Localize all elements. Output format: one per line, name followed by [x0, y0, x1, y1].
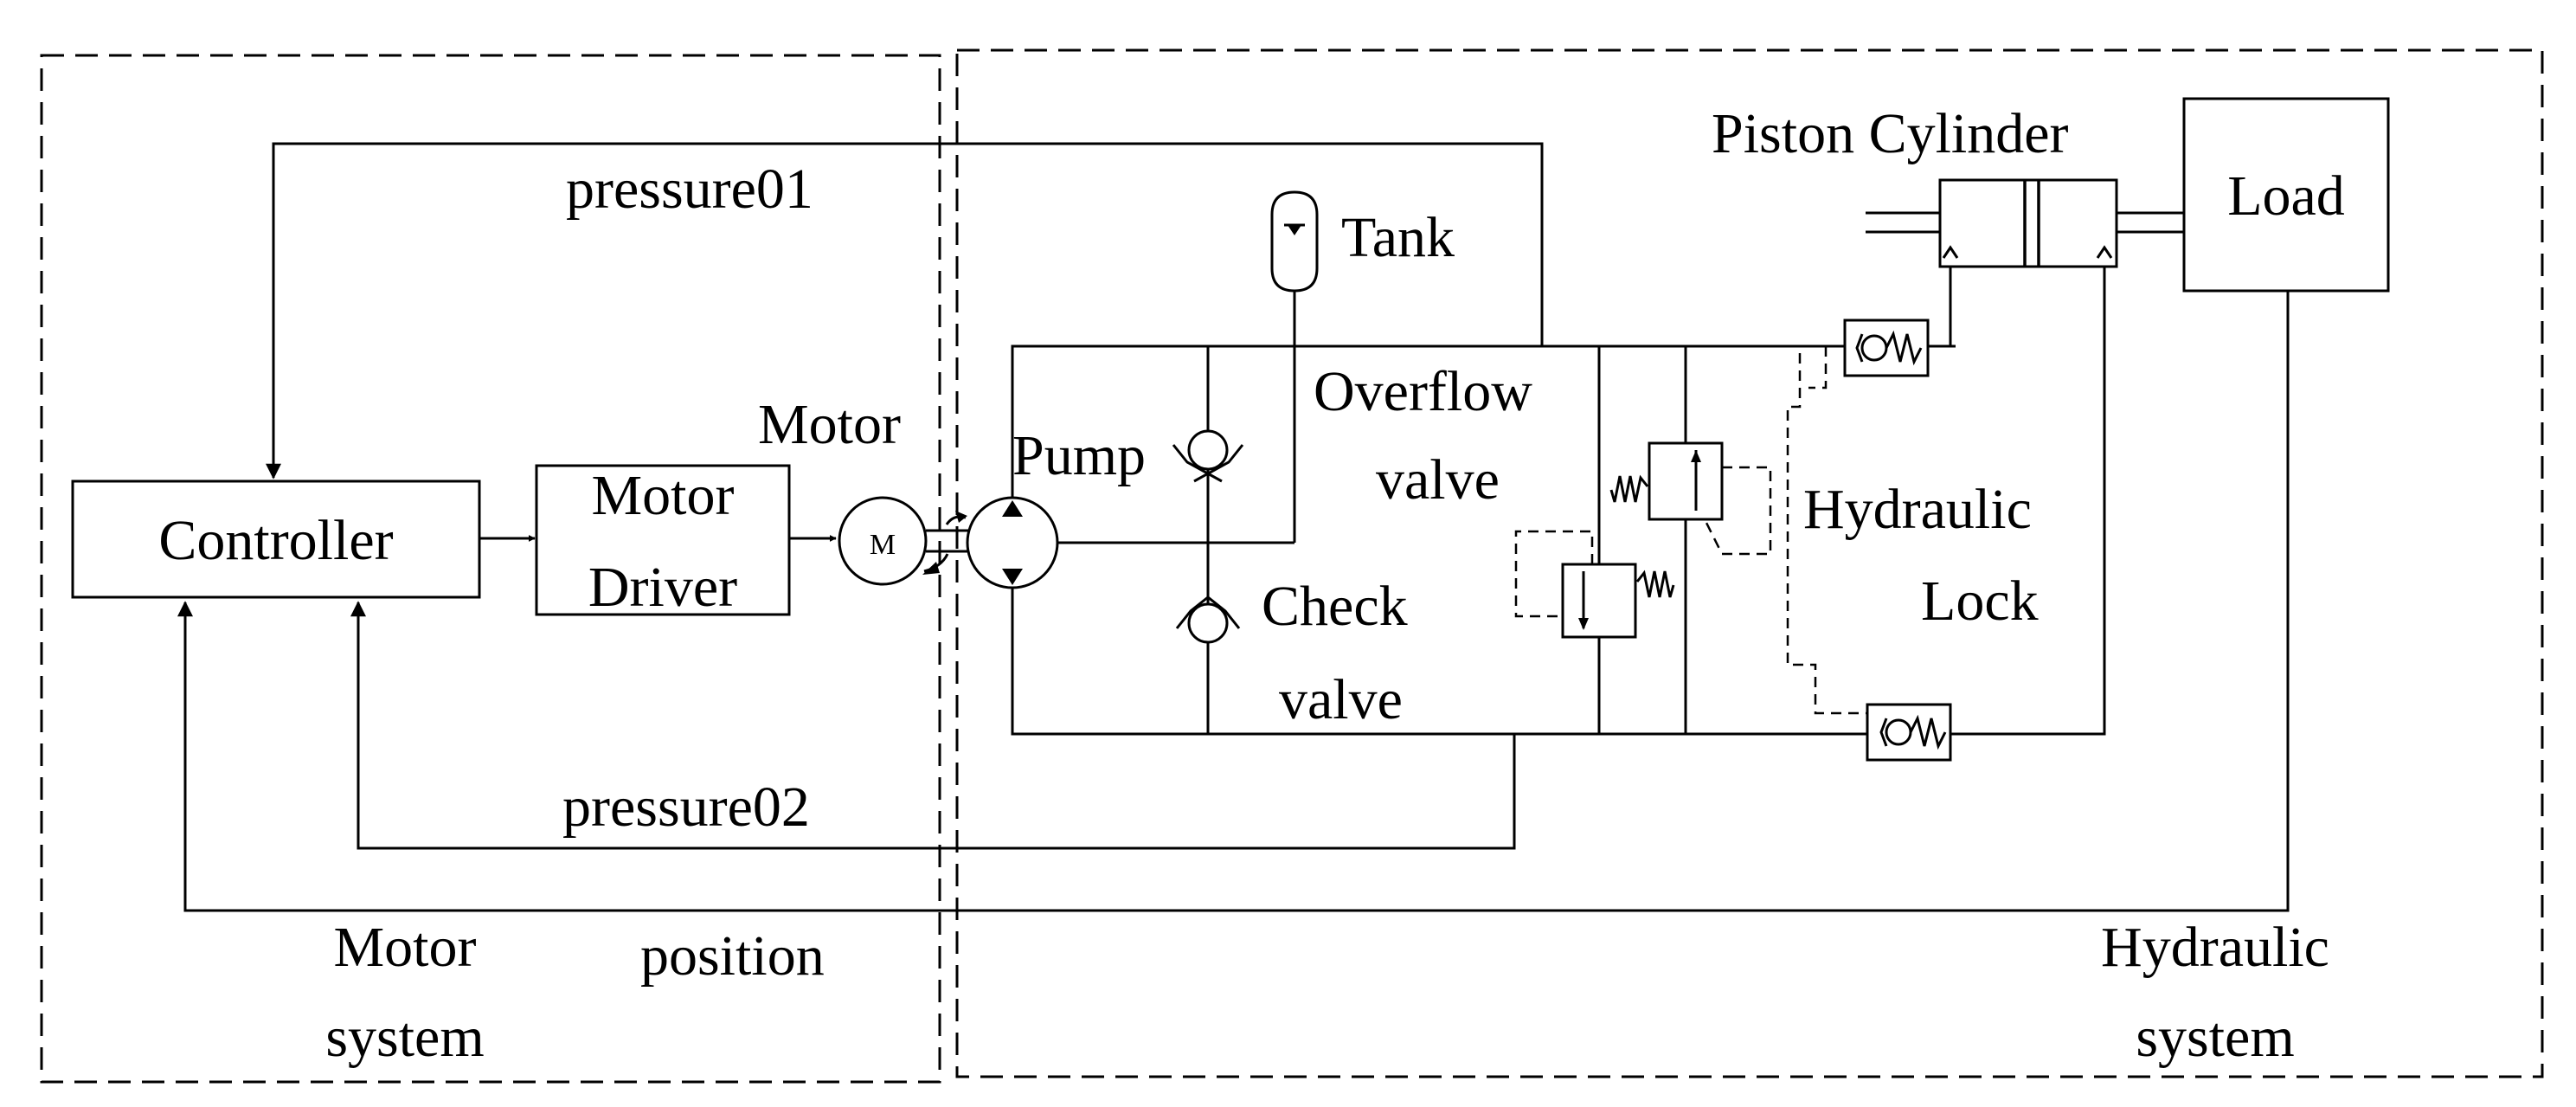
lower-pilot-check-valve — [1866, 703, 1952, 762]
hydraulic-system-label-line1: Hydraulic — [2101, 916, 2329, 979]
circuit-top-line — [1011, 344, 1956, 498]
motor-system-label-line1: Motor — [334, 916, 477, 979]
lock-pilot-line-upper — [1808, 344, 1828, 389]
controller-node: Controller — [71, 479, 481, 599]
piston-cylinder-symbol — [1866, 178, 2184, 268]
lock-pilot-line — [1686, 344, 1869, 715]
position-label: position — [640, 924, 825, 988]
load-node: Load — [2182, 97, 2390, 293]
motor-node: M — [838, 496, 928, 586]
cylinder-port-a-line — [1928, 258, 1952, 348]
motor-system-boundary — [40, 54, 941, 1084]
overflow-valve-label-line1: Overflow — [1314, 360, 1532, 423]
hydraulic-lock-label-line1: Hydraulic — [1803, 478, 2032, 541]
upper-check-valve-symbol — [1172, 429, 1244, 483]
pressure02-label: pressure02 — [562, 776, 810, 839]
tank-symbol — [1270, 190, 1319, 293]
edge-pressure01 — [266, 142, 1544, 479]
hydraulic-system-boundary — [955, 48, 2544, 1078]
cylinder-port-b-line — [1950, 258, 2106, 736]
motor-driver-label-line1: Motor — [592, 464, 735, 527]
check-valve-label-line1: Check — [1262, 575, 1408, 638]
tank-label: Tank — [1341, 206, 1455, 269]
lower-check-valve-symbol — [1175, 595, 1241, 644]
motor-system-label-line2: system — [325, 1006, 484, 1069]
edge-position — [177, 291, 2290, 912]
motor-label: Motor — [758, 393, 901, 456]
motor-symbol-label: M — [870, 529, 896, 561]
circuit-bottom-line — [1011, 588, 2104, 736]
hydraulic-lock-label-line2: Lock — [1921, 570, 2039, 633]
motor-pump-coupling — [922, 511, 971, 575]
load-label: Load — [2227, 164, 2345, 228]
pump-symbol — [966, 496, 1059, 589]
overflow-valve-label-line2: valve — [1376, 448, 1500, 512]
pump-label: Pump — [1012, 424, 1146, 487]
hydraulic-system-label-line2: system — [2136, 1006, 2294, 1069]
pressure01-label: pressure01 — [566, 158, 813, 221]
motor-driver-node: Motor Driver — [535, 464, 791, 619]
overflow-valve-symbol — [1514, 530, 1675, 639]
piston-cylinder-label: Piston Cylinder — [1712, 102, 2069, 165]
check-valve-label-line2: valve — [1279, 668, 1403, 731]
lock-spool-symbol — [1609, 441, 1772, 556]
edge-pressure02 — [350, 601, 1516, 850]
controller-label: Controller — [158, 509, 393, 572]
upper-pilot-check-valve — [1843, 319, 1930, 377]
motor-driver-label-line2: Driver — [588, 556, 737, 619]
